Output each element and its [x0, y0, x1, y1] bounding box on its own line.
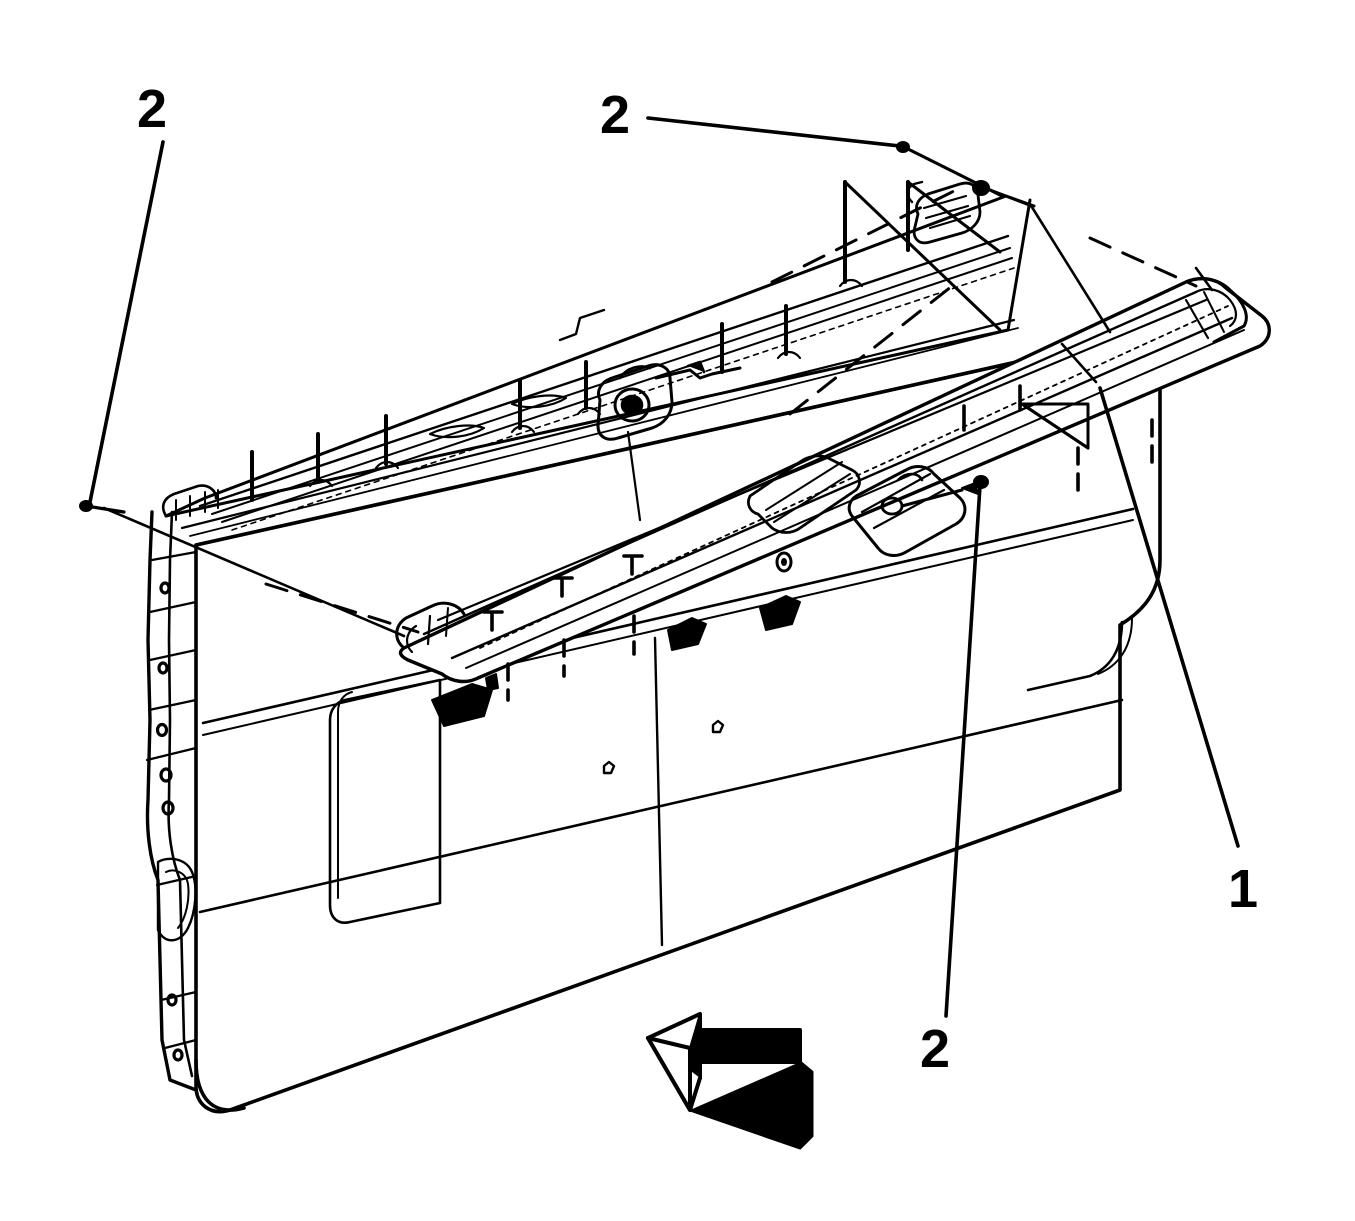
tailgate-left-end-bracket	[145, 510, 198, 1092]
callout-number-2-lower-right: 2	[920, 1019, 951, 1079]
drawing-geometry	[79, 116, 1271, 1150]
trim-cap-right-bracket	[847, 465, 979, 557]
trim-cap-center-boss	[747, 454, 861, 534]
leader-lines	[79, 116, 1240, 1018]
right-flange-hinge-detail	[906, 180, 1034, 245]
tailgate-top-flange	[161, 180, 1162, 547]
alignment-solid-guides	[102, 202, 1214, 638]
latch-striker-detail	[596, 360, 742, 522]
callout-number-2-top-center: 2	[600, 85, 631, 145]
callout-number-1-right: 1	[1228, 859, 1259, 919]
callout-number-2-upper-left: 2	[137, 79, 168, 139]
tailgate-main-panel	[194, 328, 1162, 1114]
alignment-dashed-lines	[264, 186, 1198, 634]
view-direction-arrow	[646, 1012, 814, 1150]
